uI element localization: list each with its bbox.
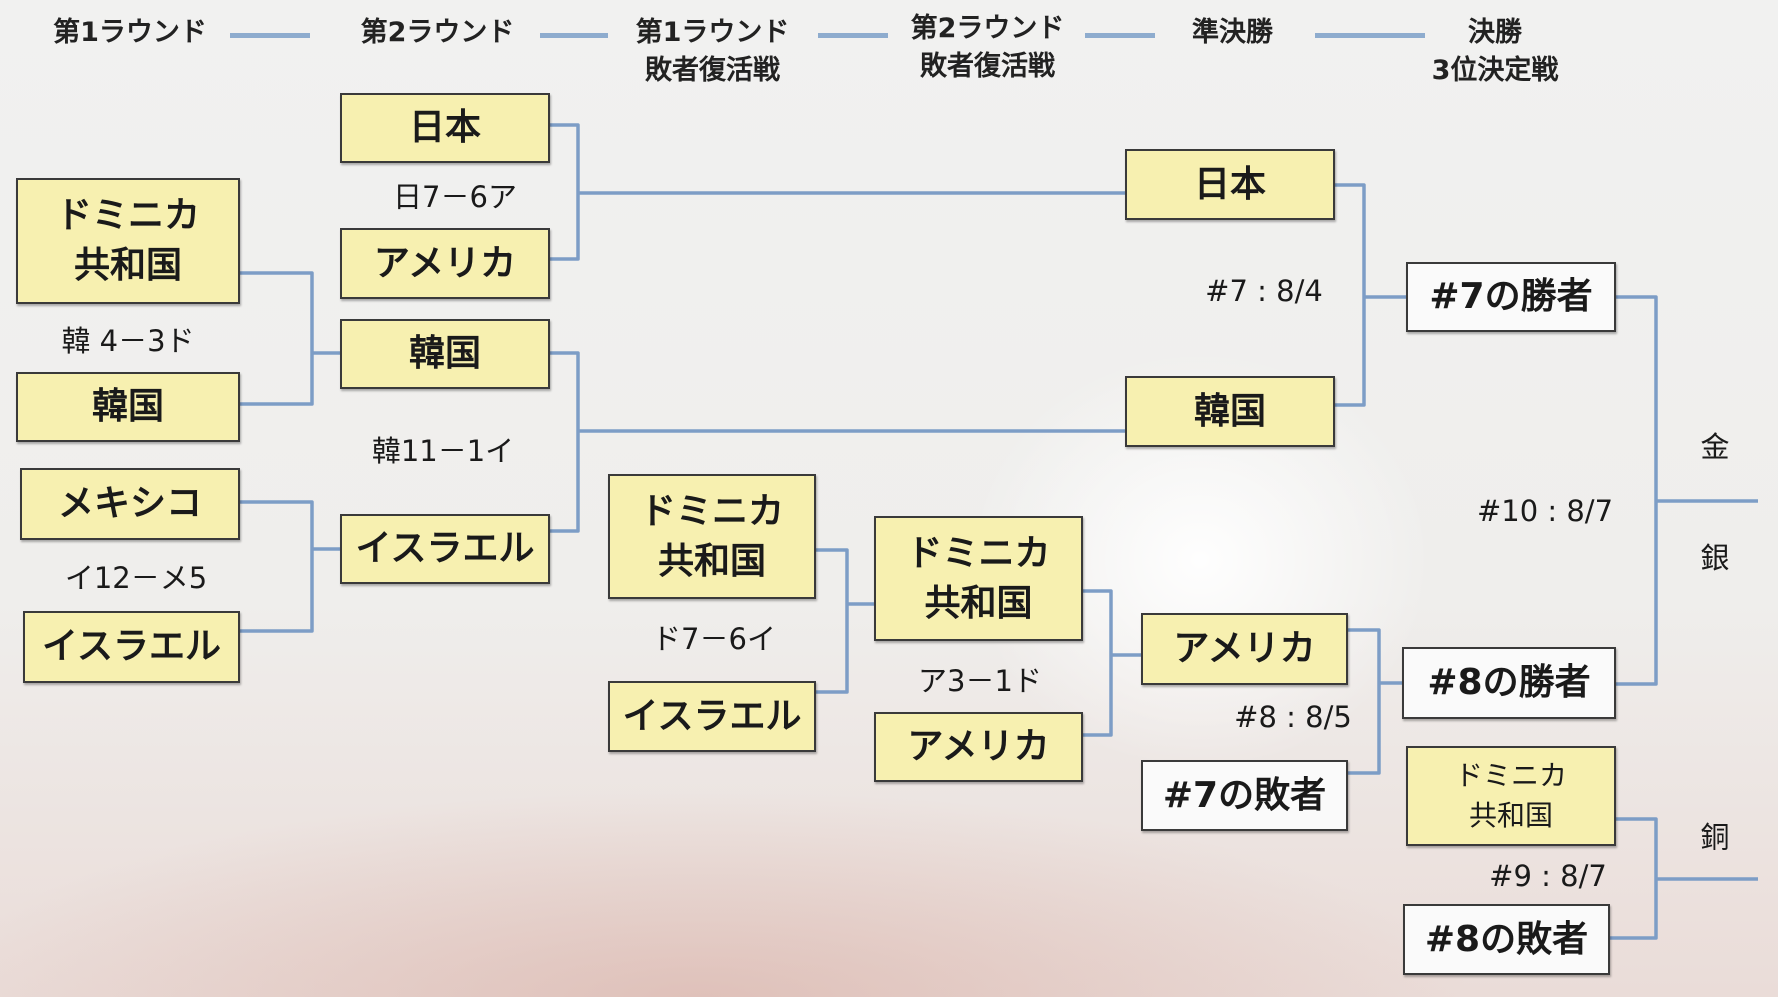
header-loser-round2: 第2ラウンド 敗者復活戦 — [910, 13, 1065, 82]
team-box: イスラエル — [608, 681, 816, 752]
header-divider — [1085, 33, 1155, 38]
connector — [240, 271, 340, 406]
bronze-medal-label: 銅 — [1700, 820, 1730, 854]
game-label: #9 : 8/7 — [1489, 859, 1607, 893]
game-label: #10 : 8/7 — [1476, 494, 1614, 528]
connector — [240, 500, 340, 633]
header-round1: 第1ラウンド — [53, 17, 207, 48]
game-label: #7 : 8/4 — [1205, 274, 1323, 308]
score-label: 日7－6ア — [393, 180, 517, 214]
team-box: アメリカ — [1141, 613, 1348, 685]
team-box: イスラエル — [340, 514, 550, 584]
connector — [1335, 183, 1406, 407]
header-semifinal: 準決勝 — [1192, 17, 1273, 48]
team-box: ドミニカ 共和国 — [874, 516, 1083, 641]
header-divider — [230, 33, 310, 38]
team-box: 韓国 — [340, 319, 550, 389]
score-label: イ12－メ5 — [64, 561, 208, 595]
placeholder-box: #7の敗者 — [1141, 760, 1348, 831]
connector — [550, 351, 1125, 533]
team-box: メキシコ — [20, 468, 240, 540]
silver-medal-label: 銀 — [1700, 541, 1730, 575]
connector — [1610, 817, 1758, 940]
connector — [1616, 295, 1758, 686]
team-box: ドミニカ 共和国 — [1406, 746, 1616, 846]
team-box: 韓国 — [16, 372, 240, 442]
header-divider — [1315, 33, 1425, 38]
header-loser-round1: 第1ラウンド 敗者復活戦 — [635, 17, 790, 86]
game-label: #8 : 8/5 — [1234, 700, 1352, 734]
gold-medal-label: 金 — [1700, 430, 1730, 464]
placeholder-box: #7の勝者 — [1406, 262, 1616, 332]
header-divider — [818, 33, 888, 38]
placeholder-box: #8の勝者 — [1402, 647, 1616, 719]
team-box: ドミニカ 共和国 — [16, 178, 240, 304]
connector — [1083, 589, 1141, 737]
connector — [550, 123, 1125, 261]
connector — [1348, 628, 1402, 775]
placeholder-box: #8の敗者 — [1403, 904, 1610, 975]
header-round2: 第2ラウンド — [360, 17, 515, 48]
team-box: アメリカ — [874, 712, 1083, 782]
team-box: イスラエル — [23, 611, 240, 683]
team-box: 日本 — [340, 93, 550, 163]
header-divider — [540, 33, 608, 38]
team-box: 韓国 — [1125, 376, 1335, 447]
header-final: 決勝 3位決定戦 — [1431, 17, 1559, 86]
score-label: ア3－1ド — [918, 664, 1042, 698]
connector — [816, 548, 874, 694]
team-box: 日本 — [1125, 149, 1335, 220]
team-box: ドミニカ 共和国 — [608, 474, 816, 599]
team-box: アメリカ — [340, 228, 550, 299]
score-label: ド7－6イ — [652, 622, 776, 656]
score-label: 韓11－1イ — [371, 434, 515, 468]
score-label: 韓 4－3ド — [61, 324, 195, 358]
